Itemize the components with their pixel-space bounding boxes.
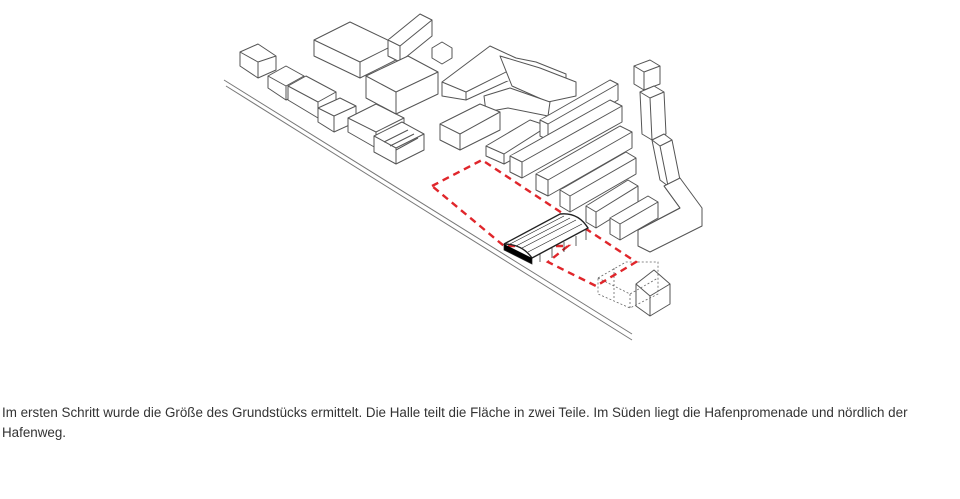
caption-text: Im ersten Schritt wurde die Größe des Gr… (2, 405, 908, 440)
hall-structure (503, 213, 589, 265)
ghost-buildings (597, 261, 659, 309)
buildings-left-row (239, 43, 425, 165)
buildings-far-right (633, 59, 703, 317)
buildings-right-row (509, 79, 659, 241)
site-axonometric-diagram (223, 13, 703, 341)
buildings-upper-cluster (313, 13, 577, 165)
roads (223, 79, 633, 341)
